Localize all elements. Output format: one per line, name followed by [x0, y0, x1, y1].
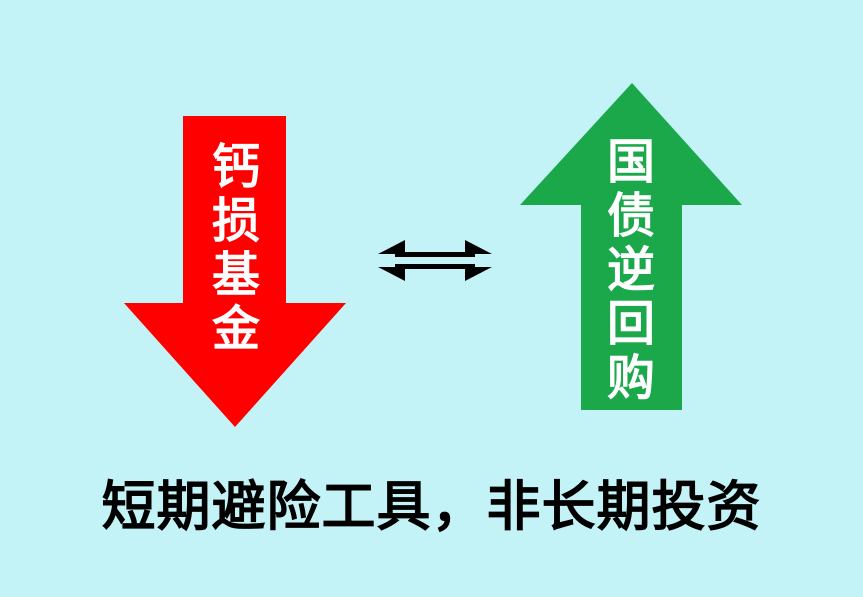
left-right-double-arrow-icon [378, 240, 492, 281]
caption: 短期避险工具，非长期投资 [101, 475, 762, 538]
red-down-arrow-icon [124, 116, 346, 427]
green-up-arrow-icon [520, 83, 742, 410]
red-arrow-label: 钙损基金 [211, 139, 260, 357]
green-arrow-label: 国债逆回购 [606, 134, 655, 406]
